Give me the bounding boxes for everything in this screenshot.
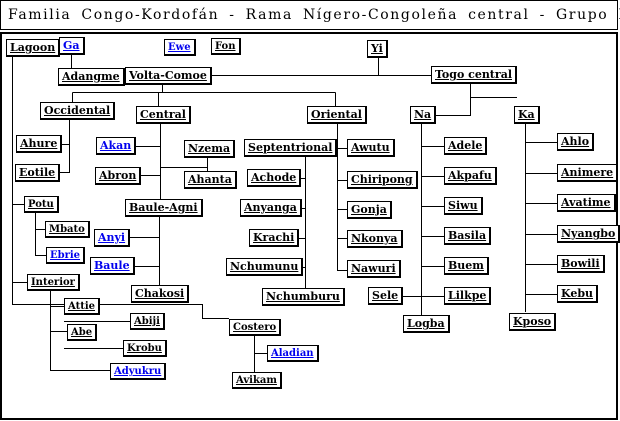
node-adele: Adele bbox=[444, 137, 488, 155]
node-togo-central: Togo central bbox=[431, 66, 517, 84]
connector bbox=[50, 290, 111, 371]
node-costero: Costero bbox=[229, 319, 282, 336]
node-akan[interactable]: Akan bbox=[96, 137, 137, 155]
connector bbox=[337, 122, 349, 271]
connector bbox=[35, 212, 48, 256]
connector bbox=[12, 55, 229, 319]
node-krobu: Krobu bbox=[123, 340, 167, 357]
node-ga[interactable]: Ga bbox=[59, 37, 85, 55]
node-siwu: Siwu bbox=[444, 197, 483, 215]
node-ahlo: Ahlo bbox=[557, 133, 595, 151]
node-awutu: Awutu bbox=[347, 139, 395, 157]
node-aladian[interactable]: Aladian bbox=[267, 345, 319, 362]
node-akpafu: Akpafu bbox=[444, 167, 497, 185]
node-yi: Yi bbox=[367, 40, 388, 58]
node-nchumburu: Nchumburu bbox=[262, 288, 345, 306]
node-attie: Attie bbox=[64, 298, 100, 315]
node-nkonya: Nkonya bbox=[347, 230, 403, 248]
node-nawuri: Nawuri bbox=[347, 260, 401, 278]
node-kposo: Kposo bbox=[509, 313, 557, 331]
node-adangme: Adangme bbox=[58, 68, 125, 86]
node-lilkpe: Lilkpe bbox=[444, 287, 492, 305]
node-buem: Buem bbox=[444, 257, 489, 275]
node-animere: Animere bbox=[557, 164, 619, 182]
node-lagoon: Lagoon bbox=[6, 39, 61, 57]
node-mbato: Mbato bbox=[45, 221, 90, 238]
node-central: Central bbox=[136, 106, 191, 124]
title-banner: Familia Congo-Kordofán - Rama Nígero-Con… bbox=[0, 0, 620, 30]
node-eotile: Eotile bbox=[15, 164, 61, 182]
node-abron: Abron bbox=[95, 167, 142, 185]
node-interior: Interior bbox=[27, 274, 80, 291]
node-logba: Logba bbox=[403, 315, 450, 333]
node-achode: Achode bbox=[247, 169, 302, 187]
node-ka: Ka bbox=[514, 106, 540, 124]
node-na: Na bbox=[410, 106, 437, 124]
diagram-title: Familia Congo-Kordofán - Rama Nígero-Con… bbox=[8, 7, 620, 23]
node-krachi: Krachi bbox=[249, 229, 300, 247]
node-abe: Abe bbox=[67, 324, 98, 341]
node-avatime: Avatime bbox=[557, 194, 616, 212]
connector bbox=[432, 97, 471, 116]
node-fon: Fon bbox=[211, 38, 241, 55]
node-basila: Basila bbox=[444, 227, 492, 245]
node-abiji: Abiji bbox=[130, 313, 165, 330]
node-baule[interactable]: Baule bbox=[90, 257, 135, 275]
connector bbox=[207, 56, 379, 76]
node-sele: Sele bbox=[368, 287, 404, 305]
node-nzema: Nzema bbox=[184, 140, 236, 158]
node-ahure: Ahure bbox=[16, 135, 63, 153]
node-occidental: Occidental bbox=[40, 102, 116, 120]
node-avikam: Avikam bbox=[232, 372, 282, 389]
node-baule-agni: Baule-Agni bbox=[125, 199, 203, 217]
connector bbox=[470, 83, 517, 98]
node-oriental: Oriental bbox=[307, 106, 367, 124]
node-volta-comoe: Volta-Comoe bbox=[125, 67, 212, 85]
node-kebu: Kebu bbox=[557, 285, 599, 303]
node-adyukru[interactable]: Adyukru bbox=[110, 363, 167, 380]
node-ahanta: Ahanta bbox=[184, 171, 237, 189]
node-bowili: Bowili bbox=[557, 255, 605, 273]
node-nyangbo: Nyangbo bbox=[557, 225, 620, 243]
node-nchumunu: Nchumunu bbox=[226, 258, 304, 276]
node-septentrional: Septentrional bbox=[244, 139, 338, 157]
node-anyanga: Anyanga bbox=[240, 199, 302, 217]
node-ebrie[interactable]: Ebrie bbox=[46, 247, 86, 264]
node-anyi[interactable]: Anyi bbox=[94, 229, 131, 247]
node-potu: Potu bbox=[24, 196, 59, 213]
node-chakosi: Chakosi bbox=[131, 285, 190, 303]
node-gonja: Gonja bbox=[347, 201, 392, 219]
node-ewe[interactable]: Ewe bbox=[164, 39, 196, 56]
node-chiripong: Chiripong bbox=[347, 171, 418, 189]
